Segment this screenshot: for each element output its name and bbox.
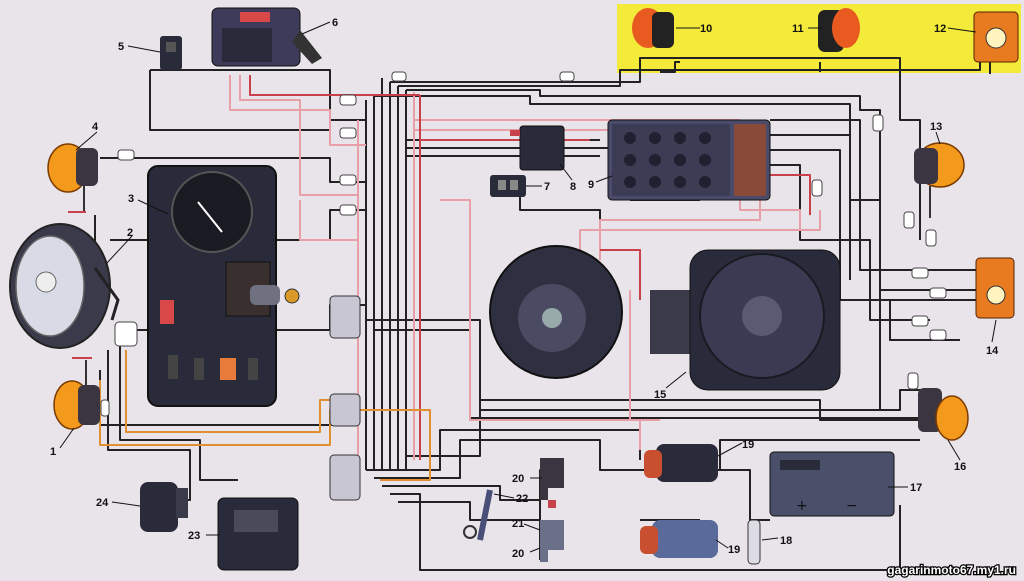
relay-regulator — [217, 497, 299, 571]
callout-7: 7 — [544, 181, 550, 193]
callout-1: 1 — [50, 446, 56, 458]
callout-15: 15 — [654, 389, 666, 401]
watermark: gagarinmoto67.my1.ru — [887, 563, 1016, 577]
fuse-block — [607, 119, 771, 201]
callout-16: 16 — [954, 461, 966, 473]
callout-10: 10 — [700, 23, 712, 35]
lamp-14 — [975, 257, 1015, 319]
callout-5: 5 — [118, 41, 124, 53]
turn-signal-rear-right — [914, 142, 965, 218]
callout-23: 23 — [188, 530, 200, 542]
handlebar-switch — [211, 7, 322, 67]
callout-2: 2 — [127, 227, 133, 239]
generator — [489, 245, 841, 391]
callout-3: 3 — [128, 193, 134, 205]
spark-plug-cap-lower — [540, 520, 564, 562]
callout-20-upper: 20 — [512, 473, 524, 485]
callout-21: 21 — [512, 518, 524, 530]
callout-22: 22 — [516, 493, 528, 505]
callout-18: 18 — [780, 535, 792, 547]
callout-19-lower: 19 — [728, 544, 740, 556]
spark-plug-cap-upper — [540, 458, 564, 508]
rear-turn-signal-left — [632, 8, 674, 48]
ignition-coil-upper — [644, 444, 718, 482]
turn-signal-rear-left — [918, 388, 969, 441]
callout-9: 9 — [588, 179, 594, 191]
turn-signal-front-left — [53, 357, 100, 430]
callout-12: 12 — [934, 23, 946, 35]
callout-leaders — [59, 21, 997, 553]
instrument-panel — [147, 165, 300, 407]
switch-5 — [160, 36, 182, 70]
callout-14: 14 — [986, 345, 999, 357]
component-7 — [490, 175, 526, 197]
callout-17: 17 — [910, 482, 922, 494]
horn — [140, 482, 188, 532]
relay-8 — [510, 125, 565, 171]
wire-harness — [94, 50, 991, 571]
callout-8: 8 — [570, 181, 576, 193]
callout-6: 6 — [332, 17, 338, 29]
callout-19-upper: 19 — [742, 439, 754, 451]
tail-lamp — [973, 11, 1019, 63]
svg-text:−: − — [846, 498, 858, 514]
battery: + − — [769, 451, 895, 517]
turn-signal-front-right — [47, 143, 98, 213]
callout-20-lower: 20 — [512, 548, 524, 560]
ignition-coil-lower — [640, 520, 718, 558]
rear-turn-signal-right — [818, 8, 860, 52]
headlamp — [9, 223, 120, 349]
callout-11: 11 — [792, 23, 804, 35]
callout-labels: 1 2 3 4 5 6 7 8 9 10 11 12 13 14 15 16 1… — [50, 17, 999, 560]
svg-text:+: + — [796, 498, 808, 514]
callout-4: 4 — [92, 121, 99, 133]
fuse-18 — [747, 519, 761, 565]
breaker-22 — [463, 489, 493, 541]
callout-24: 24 — [96, 497, 109, 509]
callout-13: 13 — [930, 121, 942, 133]
